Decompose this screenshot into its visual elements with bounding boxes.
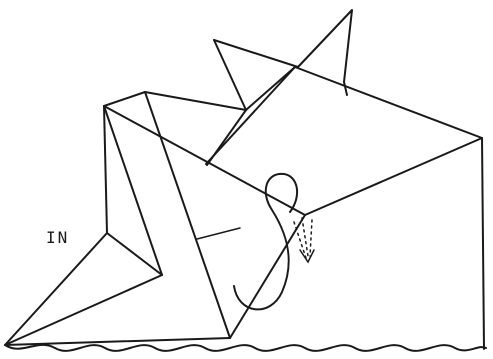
bottom-point: [5, 233, 230, 345]
crease-line: [197, 228, 240, 239]
instruction-label: IN: [46, 228, 69, 247]
middle-flaps: [206, 40, 482, 165]
right-body: [230, 138, 484, 349]
dotted-arrows: [294, 218, 314, 262]
wavy-baseline: [5, 345, 486, 351]
top-spike: [214, 10, 352, 82]
